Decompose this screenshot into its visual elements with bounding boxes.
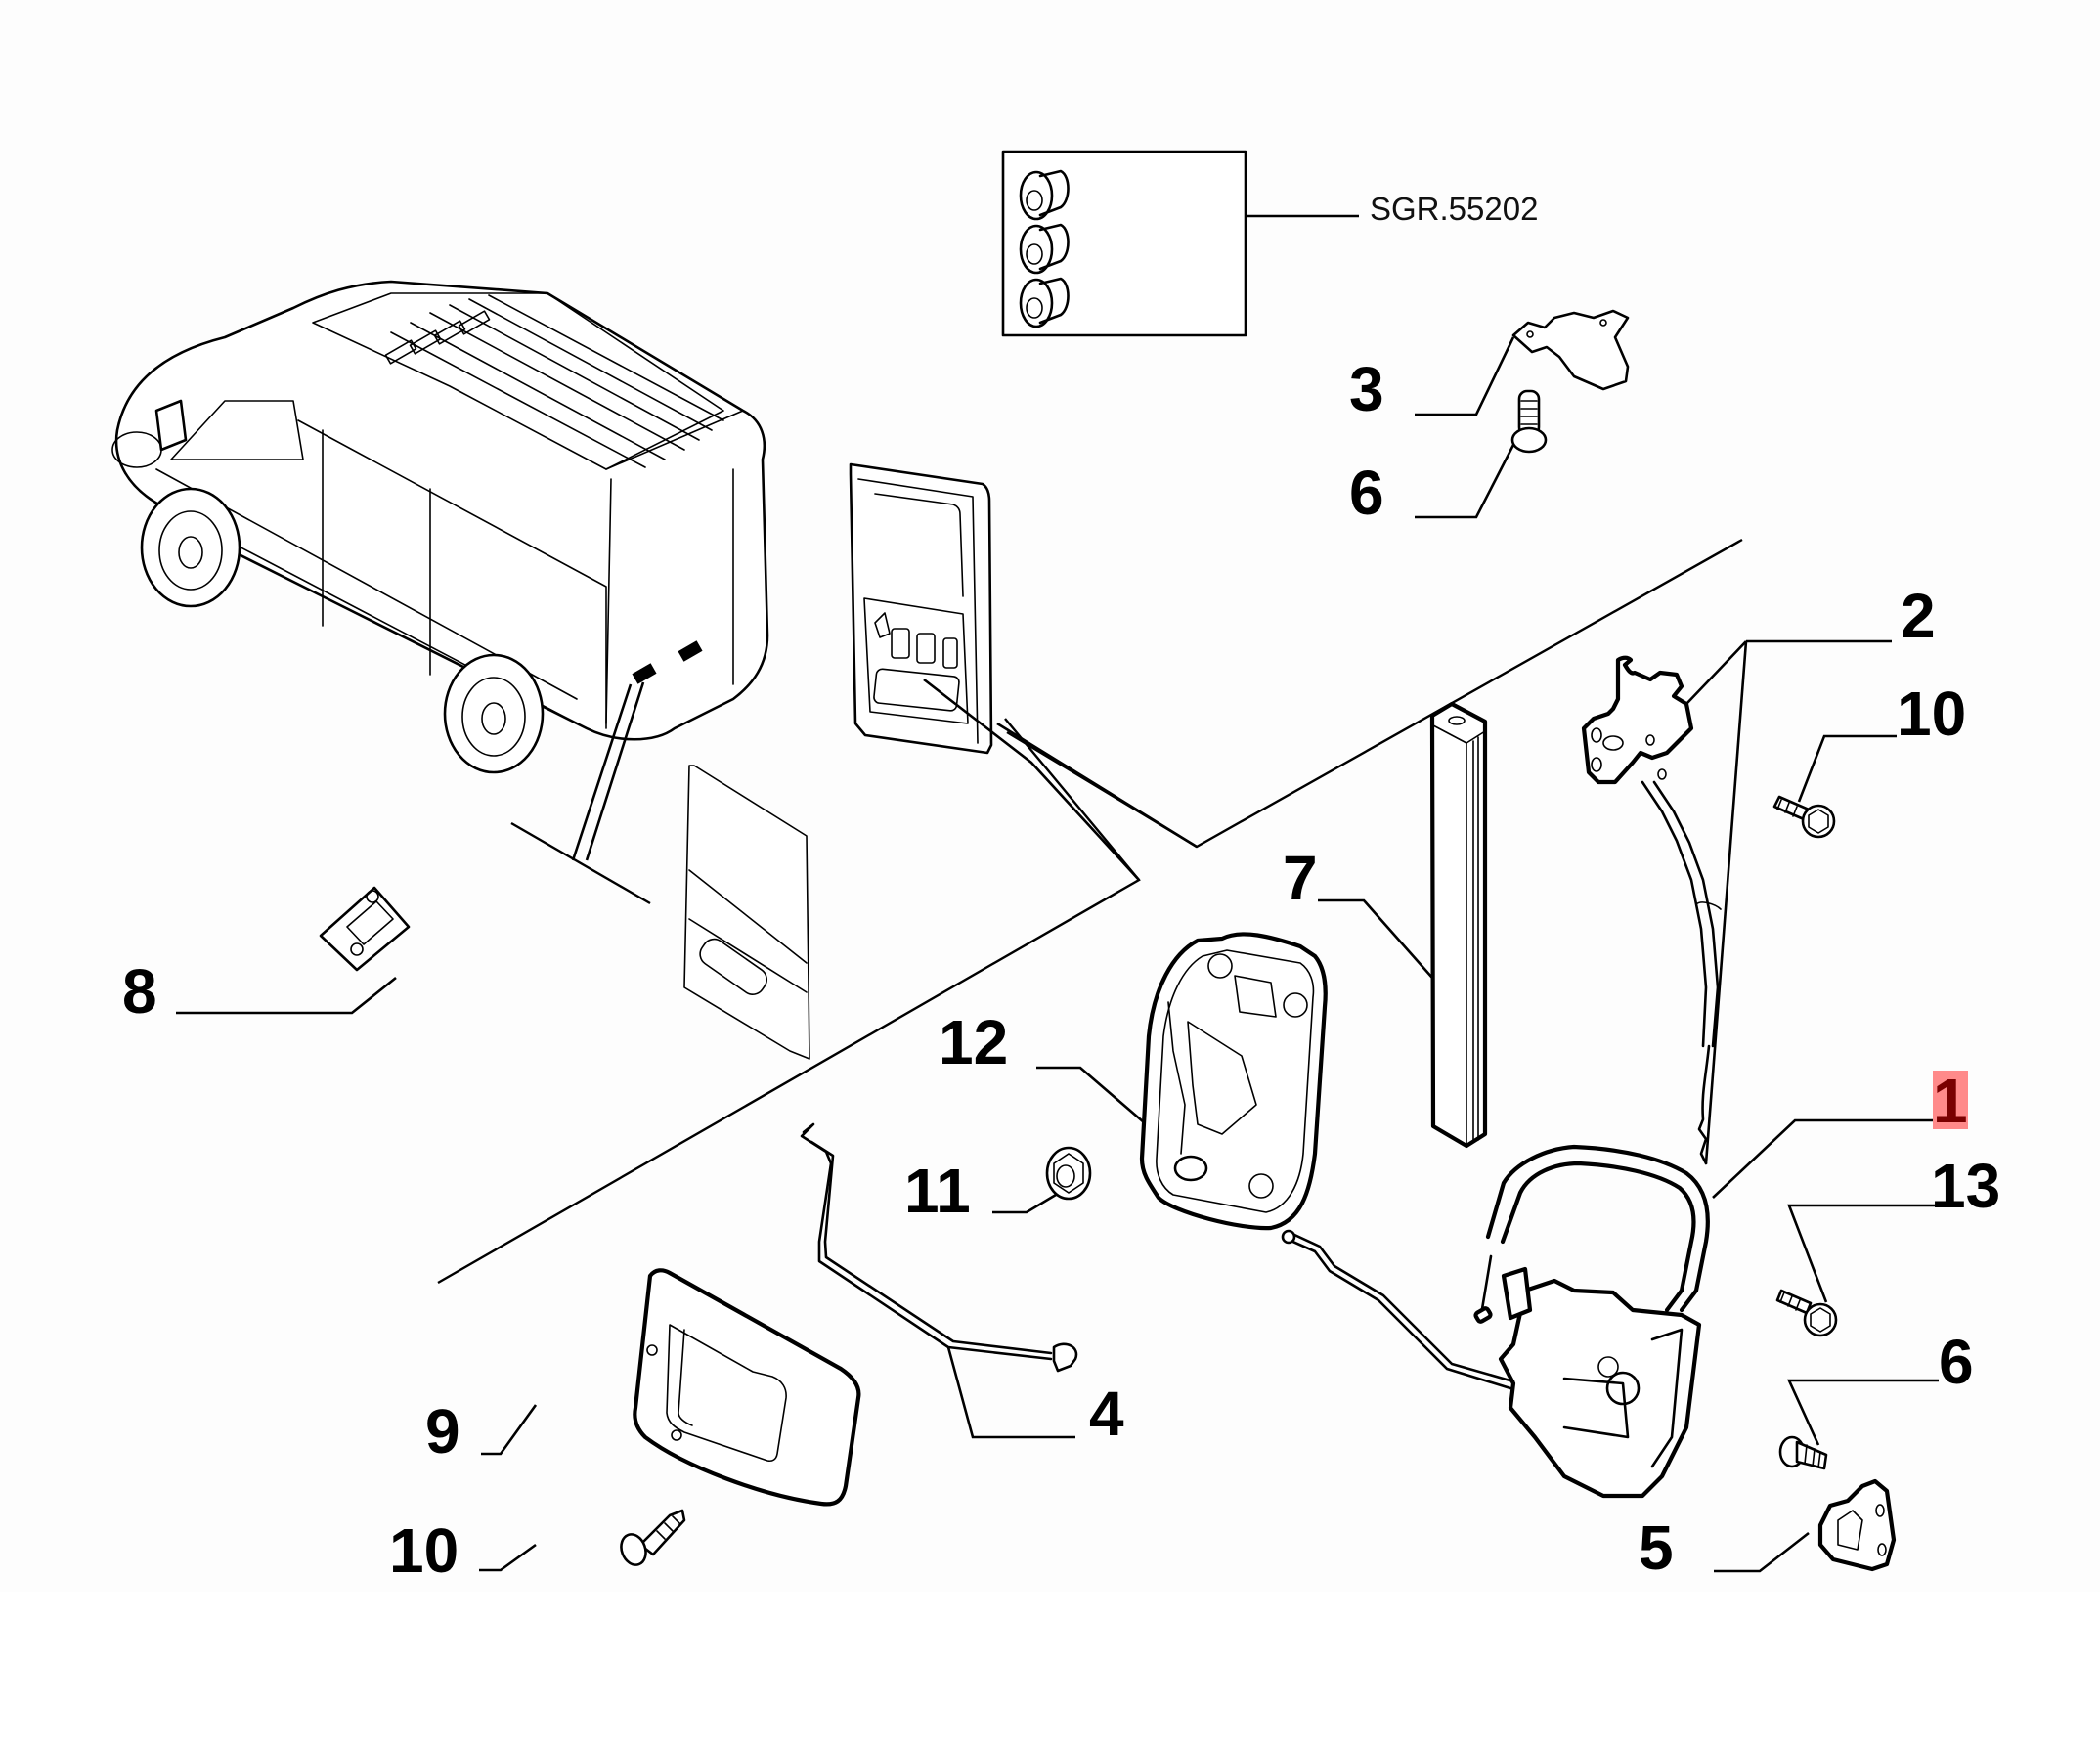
- part-12-inner-handle: [1036, 932, 1328, 1231]
- callout-1-highlight: [1933, 1071, 1968, 1129]
- floor-striker-markers: [632, 640, 703, 684]
- front-wheel: [140, 487, 241, 608]
- side-door-panel: [683, 765, 810, 1060]
- callout-3[interactable]: 3: [1349, 354, 1384, 424]
- callout-9[interactable]: 9: [425, 1396, 460, 1467]
- lock-cylinder-icon: [1019, 169, 1070, 221]
- part-3-bracket: [1511, 309, 1630, 391]
- callout-7[interactable]: 7: [1283, 843, 1318, 913]
- callout-6-upper[interactable]: 6: [1349, 458, 1384, 528]
- callout-1[interactable]: 1: [1933, 1066, 1968, 1136]
- callout-8[interactable]: 8: [122, 956, 157, 1027]
- divider-left: [510, 821, 651, 905]
- callout-2[interactable]: 2: [1901, 581, 1936, 651]
- callout-13[interactable]: 13: [1931, 1151, 2000, 1221]
- part-8-floor-plate: [319, 886, 411, 972]
- callout-5[interactable]: 5: [1639, 1512, 1674, 1583]
- kit-reference-label: SGR.55202: [1370, 191, 1538, 227]
- kit-box-sgr: SGR.55202: [1001, 150, 1538, 337]
- part-6-lower-screw: [1778, 1379, 1939, 1470]
- part-10-upper-bolt: [1772, 734, 1897, 839]
- lock-cylinder-icon: [1019, 277, 1070, 328]
- callout-4[interactable]: 4: [1089, 1379, 1124, 1449]
- callout-10-lower[interactable]: 10: [389, 1515, 459, 1586]
- part-4-control-rod: [800, 1122, 1078, 1439]
- part-7-seal-strip: [1429, 701, 1488, 1149]
- part-6-upper-screw: [1510, 389, 1548, 454]
- part-1-door-lock[interactable]: [1281, 1118, 1934, 1499]
- callout-11[interactable]: 11: [904, 1156, 971, 1226]
- part-2-upper-latch: [1581, 639, 1892, 1165]
- part-10-lower-screw: [479, 1509, 686, 1572]
- callout-10-upper[interactable]: 10: [1897, 679, 1966, 749]
- part-11-nut: [992, 1146, 1092, 1214]
- part-5-striker: [1714, 1478, 1897, 1573]
- callout-6-lower[interactable]: 6: [1939, 1327, 1974, 1397]
- lock-cylinder-icon: [1019, 223, 1070, 275]
- callouts: 3 6 2 10 7 12 11 8 9 4 10 5 13 6 1: [122, 336, 2000, 1586]
- part-13-bolt: [1775, 1204, 1948, 1337]
- van-illustration: [111, 280, 769, 861]
- rear-door-upper: [849, 462, 1198, 881]
- part-9-escutcheon: [481, 1268, 861, 1507]
- rear-wheel: [443, 653, 545, 774]
- callout-12[interactable]: 12: [939, 1007, 1008, 1077]
